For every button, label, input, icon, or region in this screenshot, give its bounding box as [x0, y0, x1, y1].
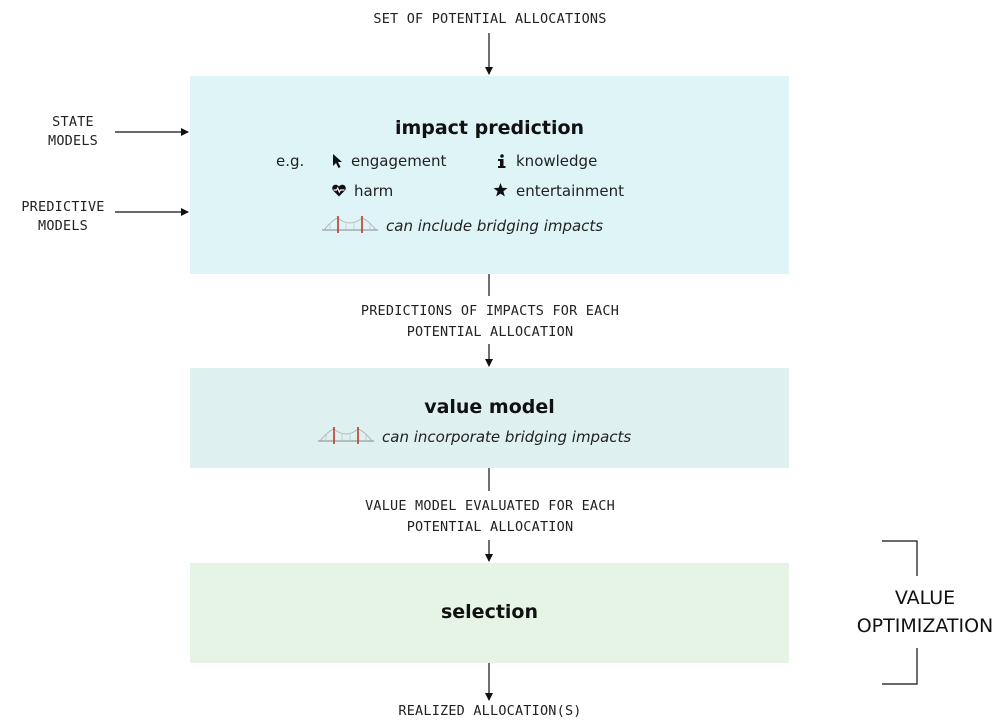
bridge-icon: [318, 427, 374, 444]
info-icon: [498, 154, 506, 168]
impact-prediction-box: impact prediction e.g. engagement knowle…: [190, 76, 789, 274]
edge-predictions-label: PREDICTIONS OF IMPACTS FOR EACH POTENTIA…: [240, 301, 740, 343]
value-optimization-label: VALUE OPTIMIZATION: [855, 584, 995, 640]
predictive-models-line-2: MODELS: [38, 218, 88, 234]
state-models-line-1: STATE: [52, 114, 94, 130]
input-predictive-models: PREDICTIVE MODELS: [4, 198, 122, 236]
bracket-label-line-2: OPTIMIZATION: [856, 615, 994, 637]
cursor-icon: [333, 154, 342, 168]
input-potential-allocations: SET OF POTENTIAL ALLOCATIONS: [373, 11, 607, 27]
example-engagement: engagement: [332, 152, 446, 170]
bracket-label-line-1: VALUE: [894, 587, 956, 609]
heart-pulse-icon: [332, 184, 346, 197]
bridging-note-value: can incorporate bridging impacts: [318, 427, 631, 446]
edge-1-line-1: PREDICTIONS OF IMPACTS FOR EACH: [360, 303, 620, 319]
state-models-line-2: MODELS: [48, 133, 98, 149]
bridging-note-text: can incorporate bridging impacts: [382, 428, 632, 446]
bridge-icon: [322, 216, 378, 233]
example-knowledge: knowledge: [497, 152, 597, 170]
edge-1-line-2: POTENTIAL ALLOCATION: [406, 324, 574, 340]
output-realized-allocations: REALIZED ALLOCATION(S): [398, 703, 582, 719]
selection-box: selection: [190, 563, 789, 663]
example-harm: harm: [332, 182, 393, 200]
edge-2-line-2: POTENTIAL ALLOCATION: [406, 519, 574, 535]
bridging-note-text: can include bridging impacts: [386, 217, 604, 235]
value-model-box: value model can incorporate bridging imp…: [190, 368, 789, 468]
edge-2-line-1: VALUE MODEL EVALUATED FOR EACH: [365, 498, 615, 514]
edge-value-evaluated-label: VALUE MODEL EVALUATED FOR EACH POTENTIAL…: [240, 496, 740, 538]
bridging-note-impact: can include bridging impacts: [322, 216, 603, 235]
example-label: entertainment: [516, 182, 624, 200]
bracket-bottom: [882, 648, 918, 685]
example-entertainment: entertainment: [493, 182, 624, 200]
input-state-models: STATE MODELS: [30, 113, 116, 151]
predictive-models-line-1: PREDICTIVE: [21, 199, 105, 215]
eg-label: e.g.: [276, 152, 305, 170]
example-label: knowledge: [516, 152, 598, 170]
example-label: engagement: [351, 152, 447, 170]
star-icon: [493, 183, 508, 197]
example-label: harm: [354, 182, 394, 200]
value-model-title: value model: [424, 396, 555, 418]
bracket-top: [882, 540, 918, 576]
impact-prediction-title: impact prediction: [394, 117, 585, 139]
selection-title: selection: [440, 601, 539, 623]
